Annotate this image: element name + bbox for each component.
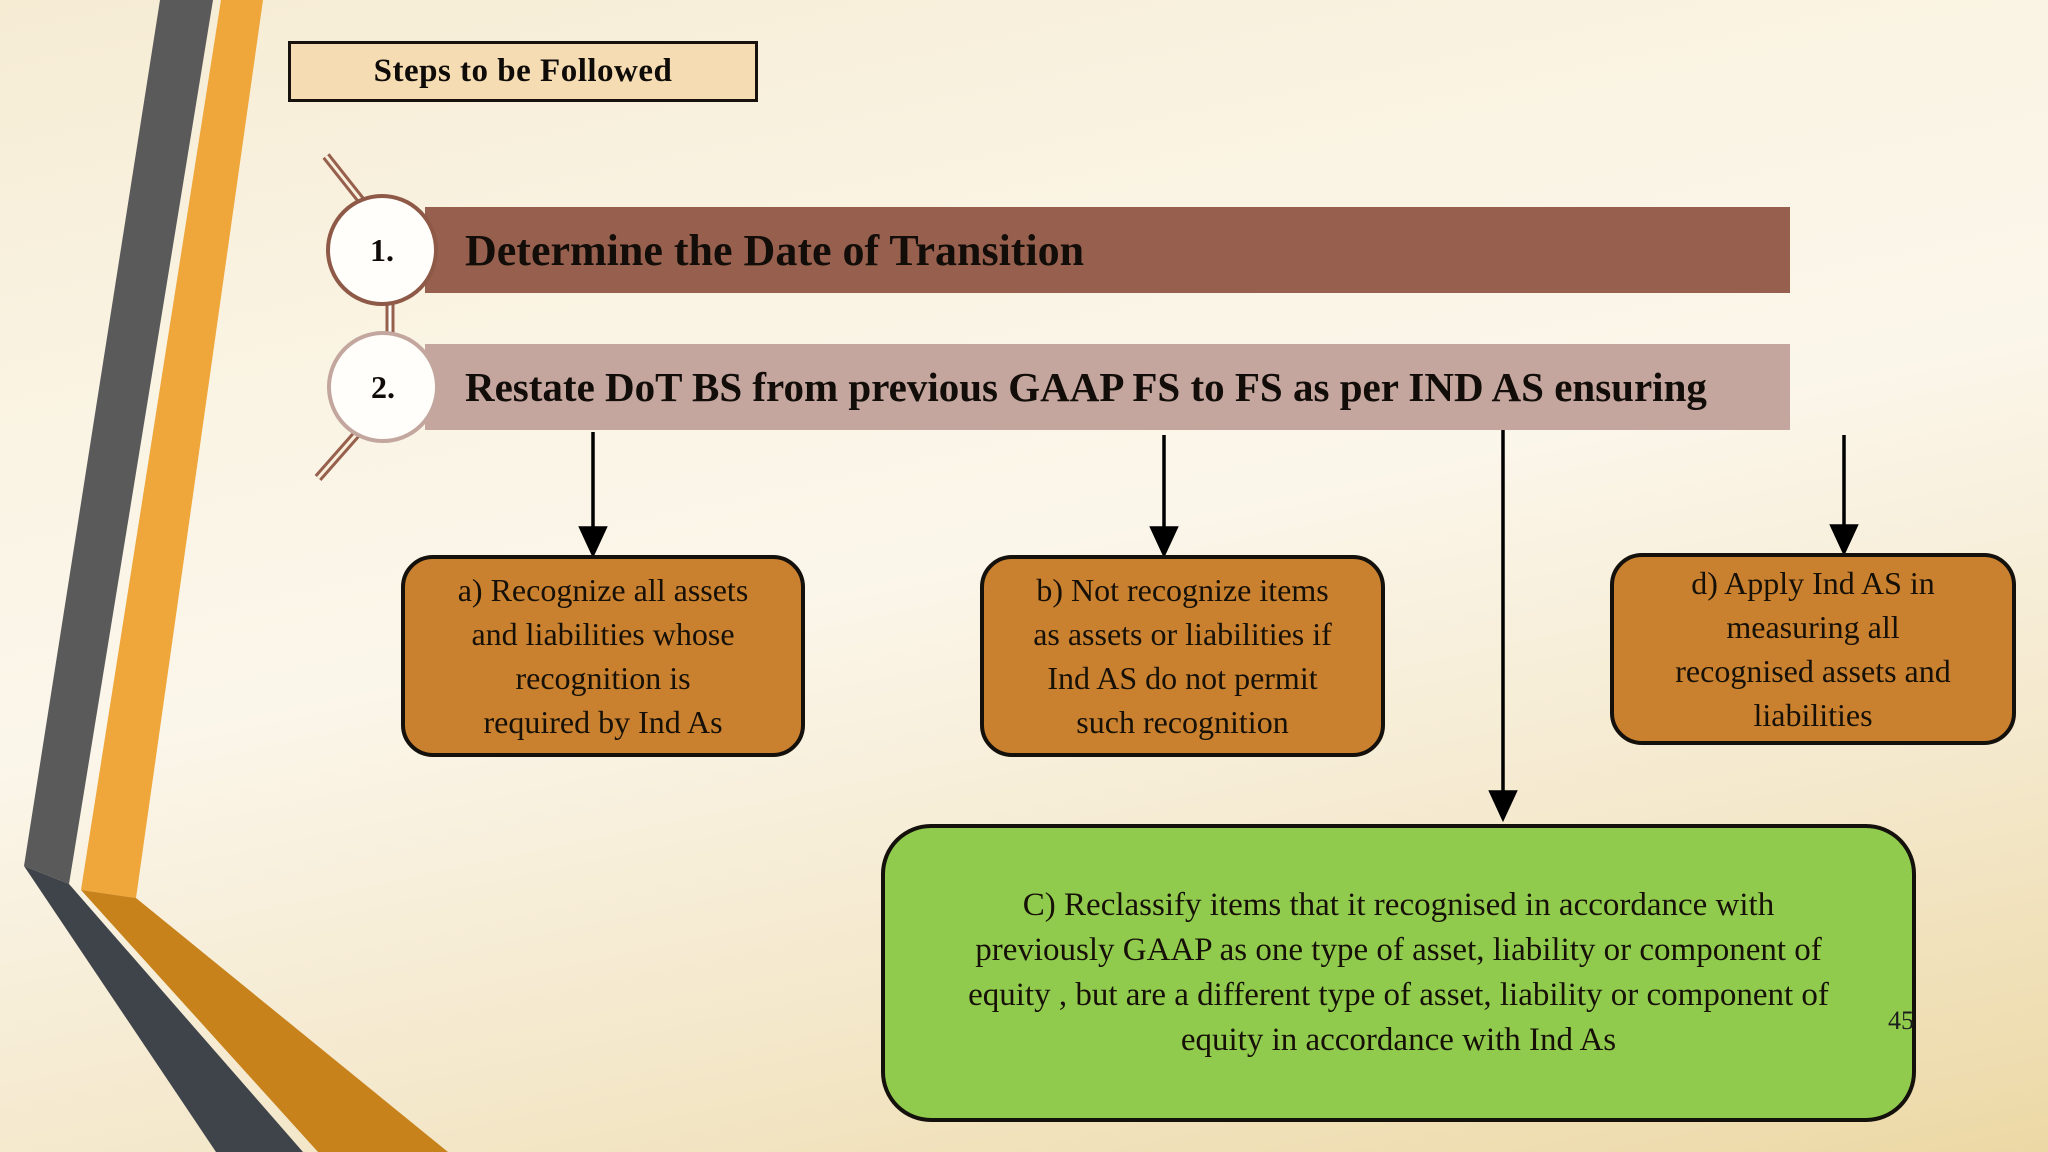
step-connector-ornaments (314, 153, 395, 481)
arrow-down-d-icon (1829, 435, 1859, 557)
step-1-label: Determine the Date of Transition (465, 225, 1085, 275)
flow-box-c: C) Reclassify items that it recognised i… (881, 824, 1916, 1122)
arrow-down-c-icon (1488, 430, 1518, 823)
flow-arrows (578, 430, 1859, 823)
step-2-number-badge: 2. (327, 331, 439, 443)
step-1-number-badge: 1. (326, 194, 438, 306)
step-2-bar: Restate DoT BS from previous GAAP FS to … (425, 344, 1790, 430)
slide-title: Steps to be Followed (373, 53, 673, 89)
page-number: 45 (1888, 1006, 1914, 1035)
arrow-down-b-icon (1149, 435, 1179, 559)
flow-box-b: b) Not recognize items as assets or liab… (980, 555, 1385, 757)
diagonal-stripe-orange (81, 0, 448, 1152)
flow-box-d: d) Apply Ind AS in measuring all recogni… (1610, 553, 2016, 745)
slide-title-box: Steps to be Followed (288, 41, 758, 102)
step-2-label: Restate DoT BS from previous GAAP FS to … (465, 364, 1707, 410)
step-2-number: 2. (371, 368, 395, 405)
step-1-bar: Determine the Date of Transition (425, 207, 1790, 293)
diagonal-stripe-gray (24, 0, 303, 1152)
step-1-number: 1. (370, 231, 394, 268)
arrow-down-a-icon (578, 432, 608, 559)
flow-box-a: a) Recognize all assets and liabilities … (401, 555, 805, 757)
